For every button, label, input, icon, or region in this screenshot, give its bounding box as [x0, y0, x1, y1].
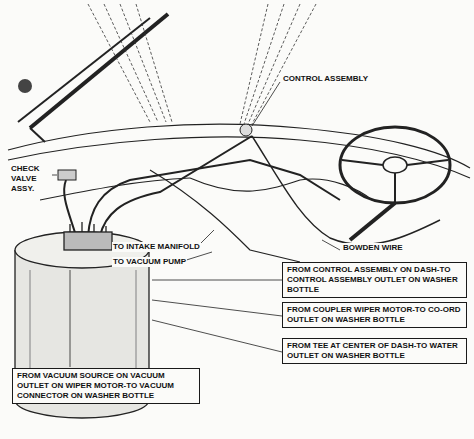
- hoses: [88, 160, 340, 236]
- bowden-wire: [252, 136, 440, 245]
- phantom-lines: [88, 4, 150, 122]
- phantom-lines: [252, 4, 316, 124]
- hoses: [64, 136, 340, 236]
- leader-lines: [152, 300, 282, 316]
- callout-box: FROM COUPLER WIPER MOTOR-TO CO-ORD OUTLE…: [282, 302, 467, 328]
- washer-bottle: [70, 222, 106, 232]
- phantom-lines: [104, 4, 158, 122]
- part-label: BOWDEN WIRE: [342, 243, 404, 253]
- leader-lines: [70, 270, 71, 367]
- part-label: CHECK VALVE ASSY.: [10, 164, 52, 194]
- phantom-lines: [136, 4, 172, 122]
- steering-wheel: [340, 127, 450, 203]
- callout-text: FROM COUPLER WIPER MOTOR-TO CO-ORD OUTLE…: [287, 305, 462, 325]
- wiper-arm: [30, 14, 168, 128]
- callout-text: FROM TEE AT CENTER OF DASH-TO WATER OUTL…: [287, 341, 462, 361]
- phantom-lines: [244, 4, 284, 124]
- steering-wheel: [383, 157, 407, 173]
- leader-lines: [152, 280, 282, 281]
- callout-box: FROM VACUUM SOURCE ON VACUUM OUTLET ON W…: [12, 368, 200, 404]
- phantom-lines: [120, 4, 166, 122]
- steering-wheel: [342, 160, 448, 202]
- check-valve: [58, 170, 76, 180]
- phantom-lines: [248, 4, 300, 124]
- callout-box: FROM CONTROL ASSEMBLY ON DASH-TO CONTROL…: [282, 262, 467, 298]
- windshield-dash: [40, 178, 190, 200]
- control-knob: [240, 124, 252, 136]
- wiper-arm: [30, 128, 45, 142]
- callout-box: FROM TEE AT CENTER OF DASH-TO WATER OUTL…: [282, 338, 467, 364]
- hoses: [100, 136, 252, 236]
- part-label: TO VACUUM PUMP: [112, 257, 187, 267]
- leader-lines: [322, 240, 340, 250]
- leader-lines: [152, 320, 282, 352]
- callout-text: FROM VACUUM SOURCE ON VACUUM OUTLET ON W…: [17, 371, 195, 401]
- leader-lines: [252, 82, 280, 126]
- phantom-lines: [240, 4, 268, 124]
- callout-text: FROM CONTROL ASSEMBLY ON DASH-TO CONTROL…: [287, 265, 462, 295]
- washer-bottle: [64, 232, 112, 250]
- windshield-dash: [8, 124, 470, 262]
- part-label: CONTROL ASSEMBLY: [282, 74, 369, 84]
- wiper-arm: [18, 18, 150, 122]
- phantom-lines: [88, 4, 316, 124]
- reference-dot: [18, 79, 32, 93]
- wiper-arm: [18, 14, 168, 142]
- part-label: TO INTAKE MANIFOLD: [112, 242, 201, 252]
- steering-wheel: [350, 203, 395, 240]
